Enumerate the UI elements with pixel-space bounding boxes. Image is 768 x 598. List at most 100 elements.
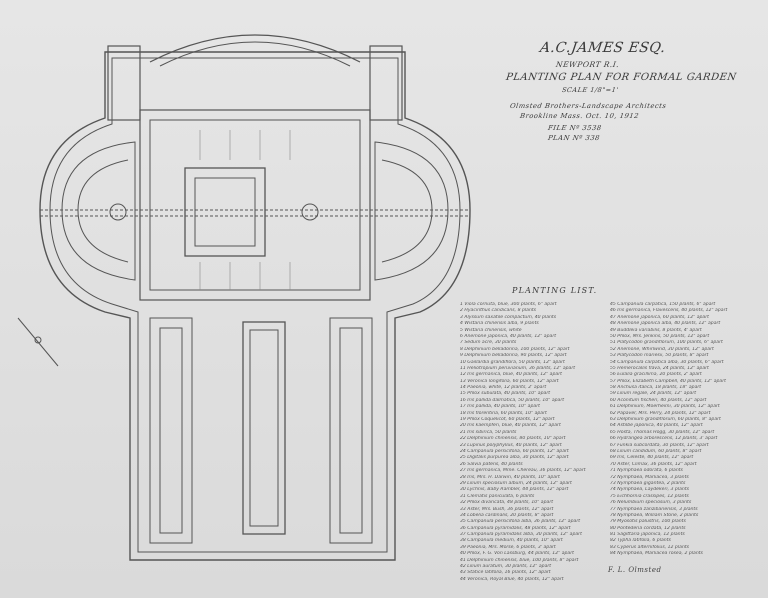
top-pergola [149, 34, 361, 63]
planting-list-entry: 59 Lilium regale, 24 plants, 12" apart [610, 391, 697, 397]
planting-list-entry: 73 Nymphaea gigantea, 2 plants [610, 480, 686, 486]
planting-list-entry: 33 Aster, Mrs. Bush, 36 plants, 12" apar… [460, 506, 554, 512]
planting-list-entry: 36 Campanula pyramidalis, 48 plants, 12"… [460, 525, 571, 531]
planting-list-entry: 64 Astilbe japonica, 40 plants, 12" apar… [610, 423, 703, 429]
upper-garden-block [139, 109, 371, 301]
signature: F. L. Olmsted [608, 566, 662, 574]
planting-list-entry: 34 Lobelia cardinalis, 20 plants, 8" apa… [460, 512, 554, 518]
planting-list-entry: 74 Nymphaea, Laydekeri, 3 plants [610, 487, 690, 493]
planting-list-entry: 24 Campanula persicifolia, 60 plants, 12… [460, 448, 569, 454]
planting-list-entry: 20 Iris kaempferi, blue, 40 plants, 12" … [460, 423, 561, 429]
planting-list-entry: 46 Iris germanica, Flavescens, 40 plants… [610, 308, 728, 314]
planting-list-entry: 79 Myosotis palustris, 100 plants [610, 519, 686, 525]
planting-list-entry: 5 Wistaria chinensis, white [460, 327, 522, 333]
planting-list-entry: 61 Delphinium, Moerheimi, 30 plants, 12"… [610, 404, 720, 410]
right-pavilion [369, 45, 403, 121]
planting-list-entry: 39 Paeonia, Mrs. Morse, 6 plants, 3' apa… [460, 544, 556, 550]
lower-right-border [329, 317, 373, 544]
planting-list-entry: 11 Heliotropium peruvianum, 36 plants, 1… [460, 365, 576, 371]
planting-list-entry: 51 Platycodon grandiflorum, 100 plants, … [610, 340, 723, 346]
left-fountain [109, 203, 127, 221]
planting-list-entry: 52 Anemone, Whirlwind, 30 plants, 12" ap… [610, 346, 714, 352]
planting-list-entry: 22 Delphinium chinensis, 80 plants, 10" … [460, 436, 566, 442]
planting-list-entry: 66 Hydrangea arborescens, 12 plants, 3' … [610, 436, 718, 442]
planting-list-entry: 45 Campanula carpatica, 150 plants, 6" a… [610, 302, 716, 307]
planting-list-entry: 80 Pontederia cordata, 12 plants [610, 525, 686, 531]
left-rounded-bed [61, 141, 136, 281]
planting-list-entry: 78 Nymphaea, William Stone, 2 plants [610, 512, 699, 518]
planting-list-entry: 70 Aster, Climax, 36 plants, 12" apart [610, 461, 697, 467]
planting-list-entry: 35 Campanula persicifolia alba, 36 plant… [460, 519, 581, 525]
planting-list-title: PLANTING LIST. [512, 286, 598, 295]
planting-list-entry: 26 Salvia patens, 40 plants [460, 461, 523, 467]
north-arrow [17, 317, 59, 367]
planting-list-entry: 55 Hemerocallis flava, 24 plants, 12" ap… [610, 365, 709, 371]
center-square [184, 167, 266, 257]
planting-list-entry: 83 Cyperus alternifolius, 12 plants [610, 544, 690, 550]
planting-list-entry: 42 Lilium auratum, 30 plants, 12" apart [460, 564, 552, 570]
planting-list-entry: 53 Platycodon mariesii, 50 plants, 8" ap… [610, 353, 709, 359]
planting-list-entry: 63 Delphinium grandiflorum, 60 plants, 8… [610, 417, 721, 423]
plan-title: PLANTING PLAN FOR FORMAL GARDEN [505, 72, 738, 83]
lower-left-border [149, 317, 193, 544]
planting-list-entry: 57 Phlox, Elizabeth Campbell, 40 plants,… [610, 378, 726, 384]
planting-list-entry: 44 Veronica, Royal Blue, 40 plants, 12" … [460, 576, 564, 582]
firm-name: Olmsted Brothers-Landscape Architects [509, 102, 667, 110]
planting-list-entry: 27 Iris germanica, Mme. Chereau, 36 plan… [460, 468, 586, 474]
planting-list-entry: 29 Lilium speciosum album, 24 plants, 12… [460, 480, 572, 486]
planting-list-entry: 14 Paeonia, white, 12 plants, 2' apart [460, 385, 547, 391]
planting-list-entry: 60 Aconitum fischeri, 40 plants, 12" apa… [610, 397, 707, 403]
planting-list-entry: 69 Iris, Celeste, 40 plants, 12" apart [610, 455, 694, 461]
planting-list-entry: 41 Delphinium chinensis, blue, 100 plant… [460, 557, 579, 563]
planting-list-entry: 12 Iris germanica, blue, 40 plants, 12" … [460, 372, 562, 378]
planting-list-entry: 38 Campanula medium, 40 plants, 10" apar… [460, 538, 563, 544]
planting-list-entry: 72 Nymphaea, Marliacea, 3 plants [610, 474, 689, 480]
planting-list-entry: 82 Typha latifolia, 6 plants [610, 538, 671, 544]
planting-list-entry: 50 Phlox, Mrs. Jenkins, 50 plants, 12" a… [610, 333, 710, 339]
planting-list-left-column: 1 Viola cornuta, blue, 300 plants, 6" ap… [460, 302, 600, 583]
planting-list-entry: 43 Statice latifolia, 16 plants, 12" apa… [460, 570, 551, 576]
planting-list-entry: 56 Eulalia gracillima, 20 plants, 2' apa… [610, 372, 702, 378]
planting-list-entry: 10 Gaillardia grandiflora, 50 plants, 12… [460, 359, 565, 365]
planting-list-entry: 23 Lupinus polyphyllus, 40 plants, 12" a… [460, 442, 562, 448]
reflecting-pool [242, 321, 286, 535]
planting-list-entry: 28 Iris, Mrs. H. Darwin, 40 plants, 10" … [460, 474, 560, 480]
planting-list-entry: 9 Delphinium belladonna, 90 plants, 12" … [460, 353, 567, 359]
right-fountain [301, 203, 319, 221]
planting-list-entry: 3 Alyssum saxatile compactum, 40 plants [460, 314, 557, 320]
planting-list-entry: 31 Clematis paniculata, 6 plants [460, 493, 535, 499]
scale-label: SCALE 1/8"=1' [561, 86, 620, 94]
left-pavilion [107, 45, 141, 121]
planting-list-entry: 25 Digitalis purpurea alba, 30 plants, 1… [460, 455, 569, 461]
planting-list-entry: 62 Papaver, Mrs. Perry, 24 plants, 12" a… [610, 410, 711, 416]
planting-list-entry: 67 Funkia subcordata, 30 plants, 12" apa… [610, 442, 709, 448]
planting-list-entry: 58 Anchusa italica, 18 plants, 18" apart [610, 385, 702, 391]
planting-list-entry: 6 Anemone japonica, 40 plants, 12" apart [460, 333, 557, 339]
planting-list-entry: 37 Campanula pyramidalis alba, 30 plants… [460, 532, 582, 538]
planting-list-entry: 65 Hosta, Thomas Hogg, 30 plants, 12" ap… [610, 429, 715, 435]
planting-list-entry: 13 Veronica longifolia, 60 plants, 12" a… [460, 378, 559, 384]
inner-wall-outline [49, 57, 461, 553]
planting-list-entry: 4 Wistaria chinensis alba, 9 plants [460, 321, 539, 327]
location: NEWPORT R.I. [555, 60, 620, 69]
right-rounded-bed [374, 141, 449, 281]
planting-list-entry: 18 Iris florentina, 60 plants, 10" apart [460, 410, 547, 416]
planting-list-entry: 17 Iris pallida, 40 plants, 10" apart [460, 404, 540, 410]
planting-list-entry: 47 Anemone japonica, 60 plants, 12" apar… [610, 314, 709, 320]
firm-location-date: Brookline Mass. Oct. 10, 1912 [519, 112, 640, 120]
planting-list-entry: 77 Nymphaea zanzibariensis, 3 plants [610, 506, 698, 512]
planting-list-entry: 49 Buddleia variabilis, 8 plants, 4' apa… [610, 327, 702, 333]
planting-list-entry: 54 Campanula carpatica alba, 30 plants, … [610, 359, 724, 365]
planting-list-entry: 21 Iris sibirica, 50 plants [460, 429, 517, 435]
planting-list-entry: 71 Nymphaea odorata, 6 plants [610, 468, 683, 474]
planting-list-entry: 30 Lychnis, Baby Rambler, 44 plants, 12"… [460, 487, 569, 493]
planting-list-entry: 16 Iris pallida dalmatica, 50 plants, 10… [460, 397, 565, 403]
planting-list-entry: 32 Phlox divaricata, 48 plants, 10" apar… [460, 500, 554, 506]
planting-list-entry: 75 Eichhornia crassipes, 12 plants [610, 493, 689, 499]
planting-list-entry: 84 Nymphaea, Marliacea rosea, 2 plants [610, 551, 703, 557]
outer-wall-outline [39, 51, 471, 561]
planting-list-entry: 19 Phlox Coquelicot, 60 plants, 12" apar… [460, 417, 555, 423]
planting-list-entry: 48 Anemone japonica alba, 40 plants, 12"… [610, 321, 721, 327]
planting-list-right-column: 45 Campanula carpatica, 150 plants, 6" a… [610, 302, 750, 558]
